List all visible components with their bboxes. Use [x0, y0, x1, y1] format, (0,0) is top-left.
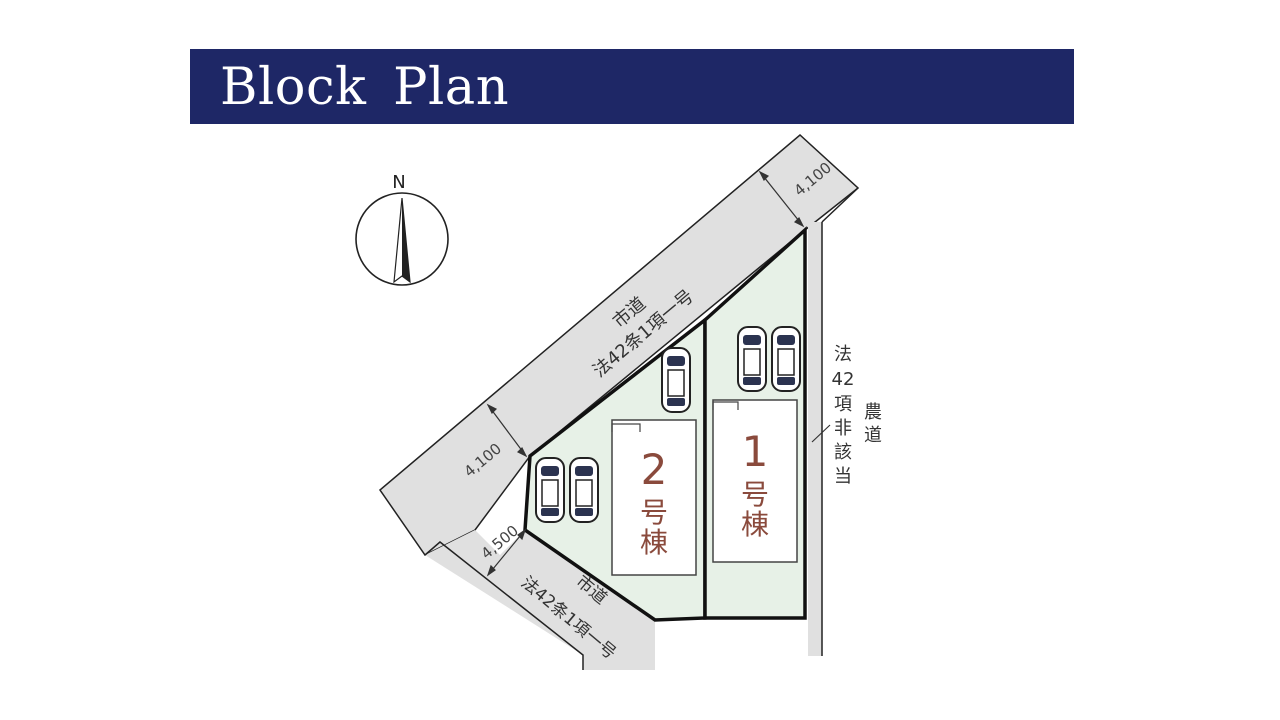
car-icon	[737, 326, 767, 392]
compass: N	[355, 172, 449, 286]
east-road-name-char: 道	[864, 425, 882, 446]
title-banner: Block Plan	[190, 49, 1074, 124]
east-road-law-char: 法	[834, 344, 852, 365]
building-2-footprint	[611, 419, 697, 576]
east-road-law-char: 項	[834, 394, 852, 415]
building-1-label-a: 号	[741, 478, 769, 511]
building-2-label-b: 棟	[640, 526, 668, 559]
building-2-entry	[611, 423, 641, 432]
east-road-law-char: 42	[832, 369, 855, 390]
south-road-edge	[424, 541, 584, 670]
dimension-west-road	[486, 403, 528, 458]
car-icon	[535, 457, 565, 523]
south-road	[425, 530, 655, 670]
east-road-name-char: 農	[864, 402, 882, 423]
east-road-law-char: 該	[834, 442, 852, 463]
building-1-footprint	[712, 399, 798, 563]
building-1-number: 1	[742, 427, 769, 476]
dimension-north-road	[758, 170, 805, 228]
north-arrow-shade	[402, 198, 410, 282]
building-1-entry	[712, 401, 739, 410]
building-2-label-a: 号	[640, 496, 668, 529]
dimension-south-road	[486, 528, 527, 577]
building-1-label-b: 棟	[741, 508, 769, 541]
car-icon	[771, 326, 801, 392]
car-icon	[569, 457, 599, 523]
north-label: N	[392, 172, 405, 193]
car-icon	[661, 347, 691, 413]
building-2-number: 2	[641, 445, 668, 494]
east-road-law-char: 非	[834, 418, 852, 439]
east-road-law-char: 当	[834, 466, 852, 487]
north-road	[378, 134, 860, 556]
east-road-corner	[821, 187, 859, 223]
east-road-leader	[811, 424, 831, 443]
page-title: Block Plan	[220, 58, 510, 117]
